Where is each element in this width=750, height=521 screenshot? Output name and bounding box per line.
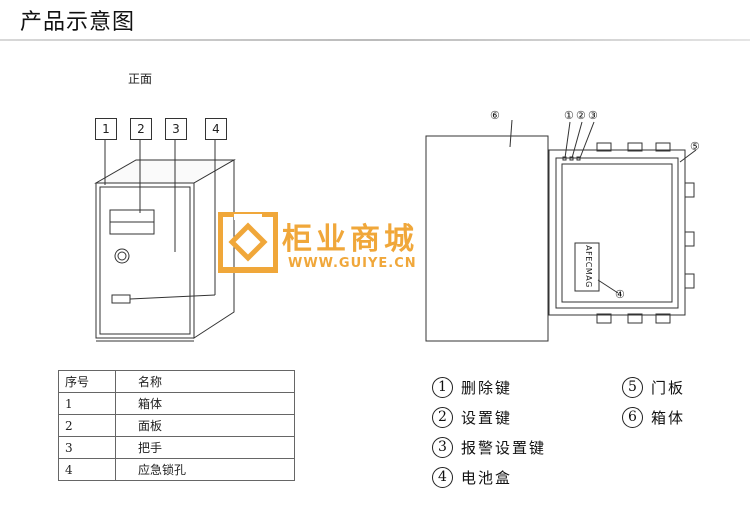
watermark: 柜业商城 WWW.GUIYE.CN — [218, 210, 458, 280]
header-index: 序号 — [58, 370, 116, 393]
callout-battery-4: ④ — [615, 288, 625, 301]
legend-label: 电池盒 — [461, 469, 513, 487]
legend-label: 删除键 — [461, 379, 513, 397]
callout-door-5: ⑤ — [690, 140, 700, 153]
callout-top-1: ① — [564, 109, 574, 122]
header-divider — [0, 39, 750, 41]
open-safe-drawing — [425, 119, 697, 342]
table-header-row: 序号 名称 — [58, 370, 295, 393]
legend-number: 4 — [432, 467, 453, 488]
callout-box-6: ⑥ — [490, 109, 500, 122]
table-row: 4 应急锁孔 — [58, 458, 295, 481]
legend-item: 3 报警设置键 — [432, 437, 546, 458]
front-callout-4: 4 — [205, 118, 227, 140]
watermark-cn-text: 柜业商城 — [282, 222, 418, 257]
table-row: 1 箱体 — [58, 392, 295, 415]
row-index: 2 — [58, 414, 116, 437]
legend-label: 报警设置键 — [461, 439, 547, 457]
front-view-label: 正面 — [128, 72, 153, 86]
table-row: 2 面板 — [58, 414, 295, 437]
row-name: 面板 — [115, 414, 295, 437]
legend-label: 门板 — [651, 379, 686, 397]
callout-top-2: ② — [576, 109, 586, 122]
row-index: 1 — [58, 392, 116, 415]
legend-item: 6 箱体 — [622, 407, 685, 428]
watermark-logo-icon — [218, 212, 278, 273]
callout-top-3: ③ — [588, 109, 598, 122]
legend-item: 4 电池盒 — [432, 467, 512, 488]
page-header: 产品示意图 — [0, 0, 750, 41]
row-name: 把手 — [115, 436, 295, 459]
legend-item: 5 门板 — [622, 377, 685, 398]
front-callout-1: 1 — [95, 118, 117, 140]
page-title: 产品示意图 — [20, 10, 136, 35]
row-index: 3 — [58, 436, 116, 459]
legend-number: 6 — [622, 407, 643, 428]
legend-label: 设置键 — [461, 409, 513, 427]
watermark-en-text: WWW.GUIYE.CN — [288, 256, 417, 271]
legend-number: 1 — [432, 377, 453, 398]
row-name: 箱体 — [115, 392, 295, 415]
legend-label: 箱体 — [651, 409, 686, 427]
row-index: 4 — [58, 458, 116, 481]
legend-item: 2 设置键 — [432, 407, 512, 428]
table-row: 3 把手 — [58, 436, 295, 459]
legend-item: 1 删除键 — [432, 377, 512, 398]
header-name: 名称 — [115, 370, 295, 393]
legend-number: 3 — [432, 437, 453, 458]
legend-number: 2 — [432, 407, 453, 428]
front-safe-drawing — [94, 139, 236, 342]
battery-box-label: AFECMAG — [583, 245, 593, 288]
front-callout-3: 3 — [165, 118, 187, 140]
row-name: 应急锁孔 — [115, 458, 295, 481]
front-callout-2: 2 — [130, 118, 152, 140]
legend-number: 5 — [622, 377, 643, 398]
parts-table: 序号 名称 1 箱体 2 面板 3 把手 4 应急锁孔 — [58, 370, 295, 481]
